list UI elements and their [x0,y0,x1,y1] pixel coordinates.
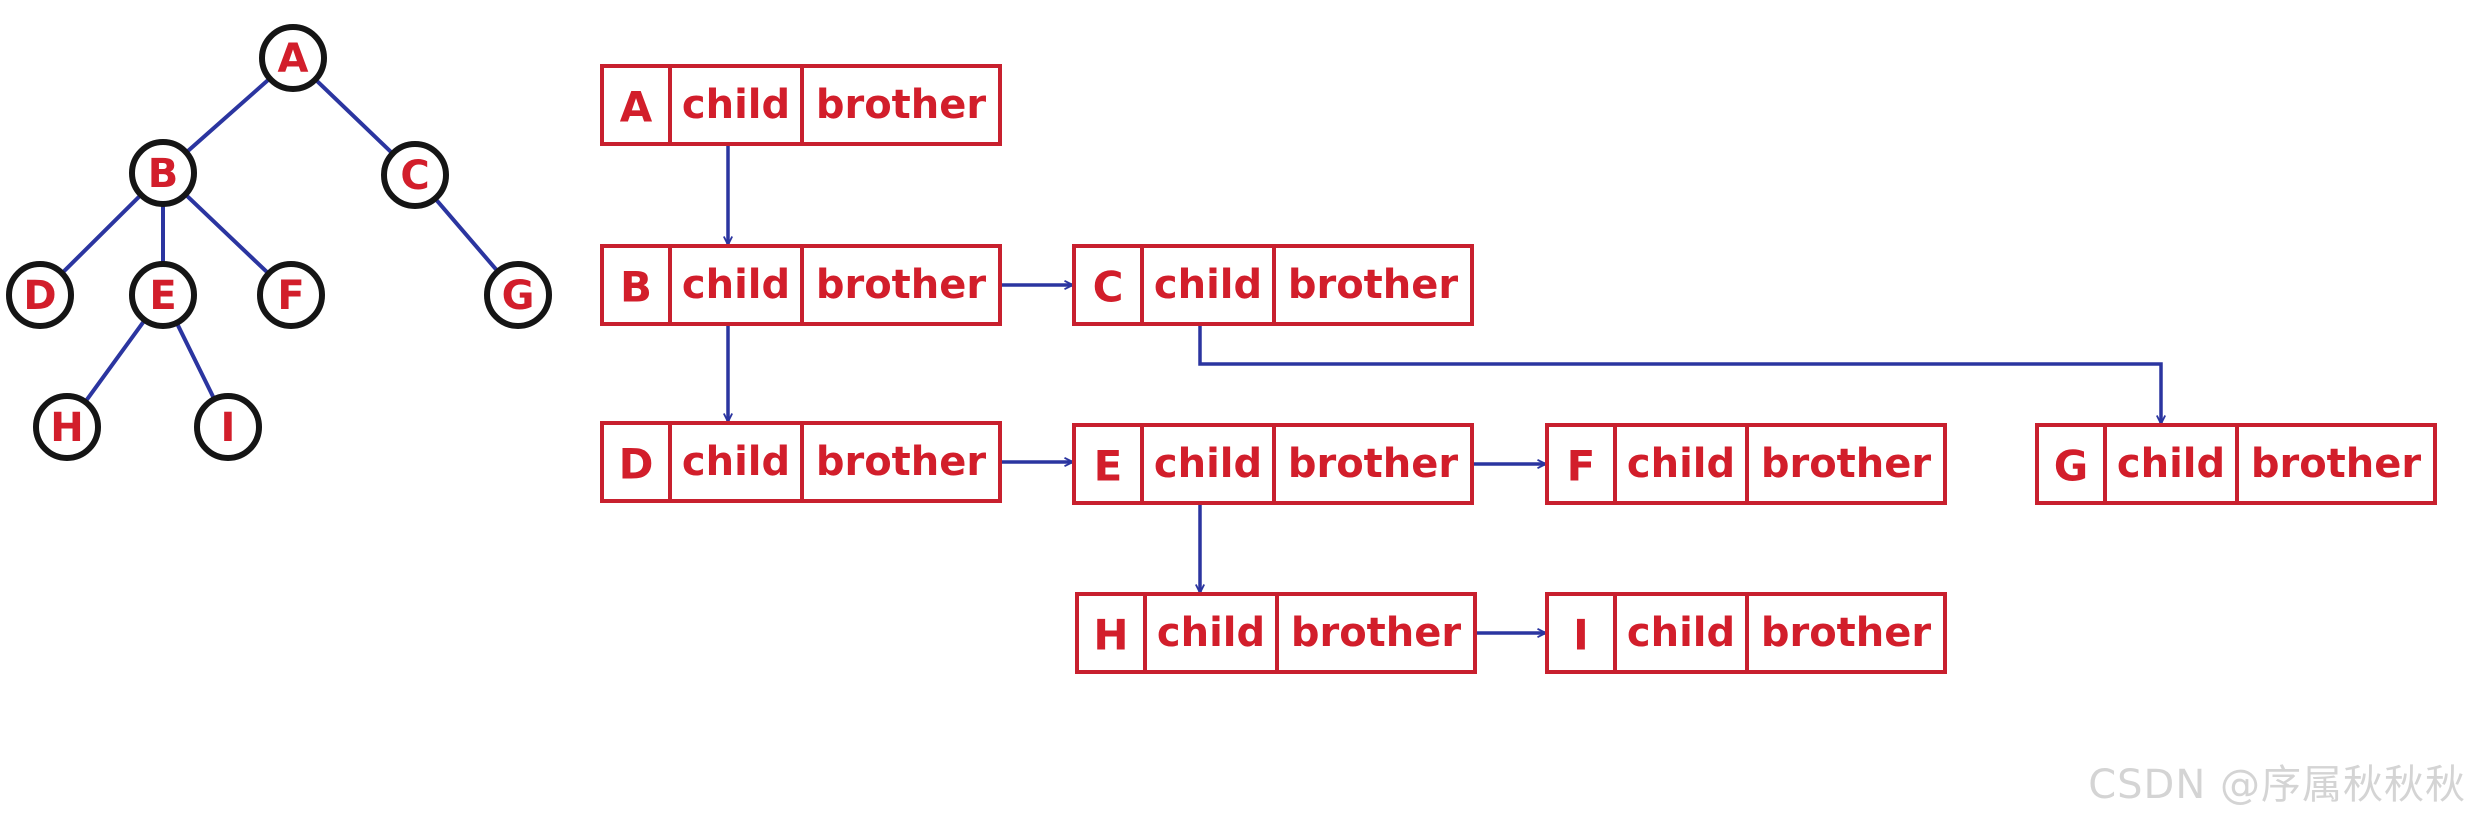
tree-node-F: F [257,261,325,329]
record-brother-field: brother [2251,441,2422,487]
record-child-field: child [1627,441,1735,487]
tree-nodes: A B C D E F G H I [6,24,552,461]
tree-edge-B-D [60,192,143,276]
tree-node-H: H [33,393,101,461]
record-brother-field: brother [1288,441,1459,487]
record-child-field: child [1627,610,1735,656]
tree-node-label: F [277,273,304,319]
record-child-field: child [682,262,790,308]
record-brother-field: brother [1291,610,1462,656]
tree-node-label: G [502,273,535,319]
tree-node-B: B [129,139,197,207]
record-letter: I [1573,611,1589,660]
record-letter: C [1093,263,1124,312]
record-letter: E [1094,442,1123,491]
tree-edges [60,76,500,404]
tree-edge-A-B [184,76,272,155]
tree-node-circle [257,261,325,329]
record-brother-field: brother [816,439,987,485]
tree-node-I: I [194,393,262,461]
tree-node-label: I [221,405,236,451]
record-brother-field: brother [1761,610,1932,656]
tree-node-E: E [129,261,197,329]
record-child-field: child [1157,610,1265,656]
record-child-field: child [2117,441,2225,487]
tree-node-circle [484,261,552,329]
record-brother-field: brother [1761,441,1932,487]
tree-node-C: C [381,141,449,209]
record-letter: A [620,83,653,132]
tree-node-circle [129,139,197,207]
record-letter: G [2054,442,2088,491]
tree-node-circle [6,261,74,329]
tree-node-circle [129,261,197,329]
tree-node-circle [33,393,101,461]
tree-node-label: B [148,151,179,197]
tree-node-label: E [149,273,176,319]
record-child-field: child [1154,441,1262,487]
tree-node-G: G [484,261,552,329]
tree-node-label: A [278,36,309,82]
record-letter: H [1093,611,1128,660]
tree-node-circle [381,141,449,209]
record-letter: F [1567,442,1596,491]
tree-node-label: C [400,153,429,199]
tree-edge-C-G [433,196,500,274]
record-brother-field: brother [816,82,987,128]
record-brother-field: brother [816,262,987,308]
tree-node-A: A [259,24,327,92]
tree-edge-E-H [83,318,147,404]
record-child-field: child [682,82,790,128]
record-child-field: child [682,439,790,485]
tree-edge-A-C [313,77,395,156]
record-brother-field: brother [1288,262,1459,308]
pointer-arrows [728,105,2161,633]
tree-node-D: D [6,261,74,329]
tree-node-circle [194,393,262,461]
tree-edge-E-I [174,320,217,402]
watermark: CSDN @序属秋秋秋 [2088,762,2466,808]
tree-node-label: H [50,405,83,451]
tree-edge-B-F [183,192,271,276]
record-letter: D [619,440,654,489]
tree-node-label: D [23,273,56,319]
record-letter: B [620,263,652,312]
record-child-field: child [1154,262,1262,308]
tree-node-circle [259,24,327,92]
